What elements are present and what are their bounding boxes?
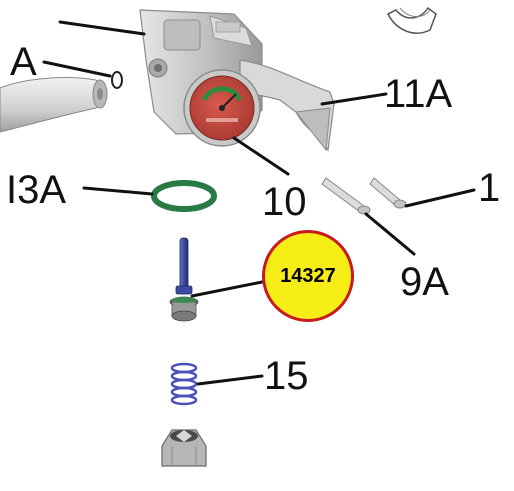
leader-13a bbox=[82, 186, 154, 196]
callout-10: 10 bbox=[262, 180, 307, 224]
part-number-badge: 14327 bbox=[262, 230, 354, 322]
callout-15: 15 bbox=[264, 354, 309, 398]
hose-nozzle bbox=[0, 77, 108, 133]
callout-1: 1 bbox=[478, 166, 501, 210]
part-number-label: 14327 bbox=[280, 264, 336, 287]
spring bbox=[170, 362, 198, 406]
callout-9a: 9A bbox=[400, 260, 449, 304]
leader-14327 bbox=[190, 280, 264, 298]
callout-a: A bbox=[10, 40, 37, 84]
leader-top bbox=[58, 20, 146, 36]
pressure-gauge bbox=[183, 69, 261, 147]
pin-9a bbox=[321, 177, 371, 215]
hose-fragment bbox=[386, 6, 437, 34]
valve-stem bbox=[169, 237, 199, 322]
small-o-ring bbox=[111, 71, 123, 89]
large-o-ring bbox=[151, 180, 217, 212]
callout-11a: 11A bbox=[384, 72, 453, 116]
callout-13a: I3A bbox=[6, 168, 67, 212]
hex-plug bbox=[161, 429, 207, 467]
leader-10 bbox=[232, 136, 290, 176]
leader-15 bbox=[196, 374, 264, 386]
leader-a bbox=[42, 60, 112, 78]
leader-9a bbox=[364, 212, 416, 256]
leader-11a bbox=[320, 92, 388, 106]
leader-1 bbox=[404, 188, 476, 208]
carrying-handle bbox=[239, 59, 335, 152]
pin-1 bbox=[369, 177, 407, 209]
leader-lines bbox=[42, 20, 476, 386]
